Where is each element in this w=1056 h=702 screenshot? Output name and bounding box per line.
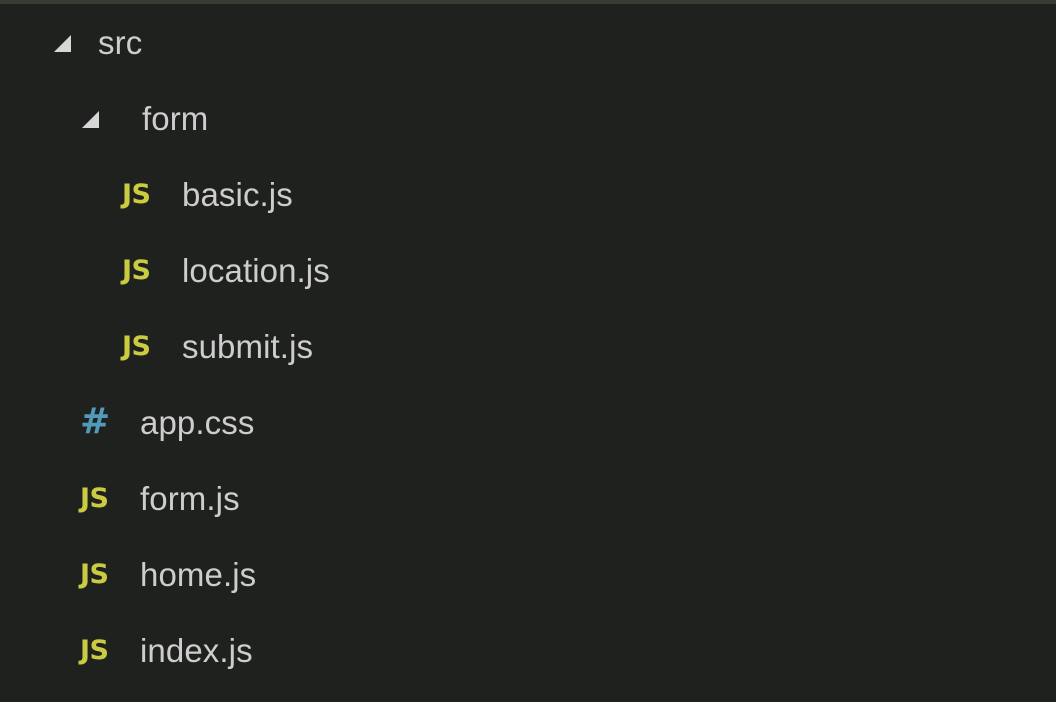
tree-item-label: submit.js xyxy=(182,327,314,365)
tree-file-app-css[interactable]: # app.css xyxy=(0,384,1056,460)
tree-file-location-js[interactable]: JS location.js xyxy=(0,232,1056,308)
tree-file-submit-js[interactable]: JS submit.js xyxy=(0,308,1056,384)
tree-file-form-js[interactable]: JS form.js xyxy=(0,460,1056,536)
tree-file-basic-js[interactable]: JS basic.js xyxy=(0,156,1056,232)
triangle-expanded-icon[interactable] xyxy=(80,107,102,129)
javascript-file-icon: JS xyxy=(80,634,109,666)
tree-item-label: basic.js xyxy=(182,175,293,213)
tree-item-label: location.js xyxy=(182,251,330,289)
tree-item-label: index.js xyxy=(140,631,253,669)
javascript-file-icon: JS xyxy=(122,330,151,362)
tree-item-label: form.js xyxy=(140,479,240,517)
window-top-edge-strip xyxy=(0,0,1056,4)
tree-folder-form[interactable]: form xyxy=(0,80,1056,156)
tree-file-home-js[interactable]: JS home.js xyxy=(0,536,1056,612)
css-file-icon: # xyxy=(80,401,111,442)
javascript-file-icon: JS xyxy=(80,558,109,590)
tree-item-label: form xyxy=(142,99,209,137)
tree-item-label: app.css xyxy=(140,403,255,441)
tree-item-label: home.js xyxy=(140,555,257,593)
javascript-file-icon: JS xyxy=(122,254,151,286)
tree-item-label: src xyxy=(98,23,143,61)
javascript-file-icon: JS xyxy=(80,482,109,514)
javascript-file-icon: JS xyxy=(122,178,151,210)
tree-folder-src[interactable]: src xyxy=(0,4,1056,80)
tree-file-index-js[interactable]: JS index.js xyxy=(0,612,1056,688)
triangle-expanded-icon[interactable] xyxy=(52,31,74,53)
